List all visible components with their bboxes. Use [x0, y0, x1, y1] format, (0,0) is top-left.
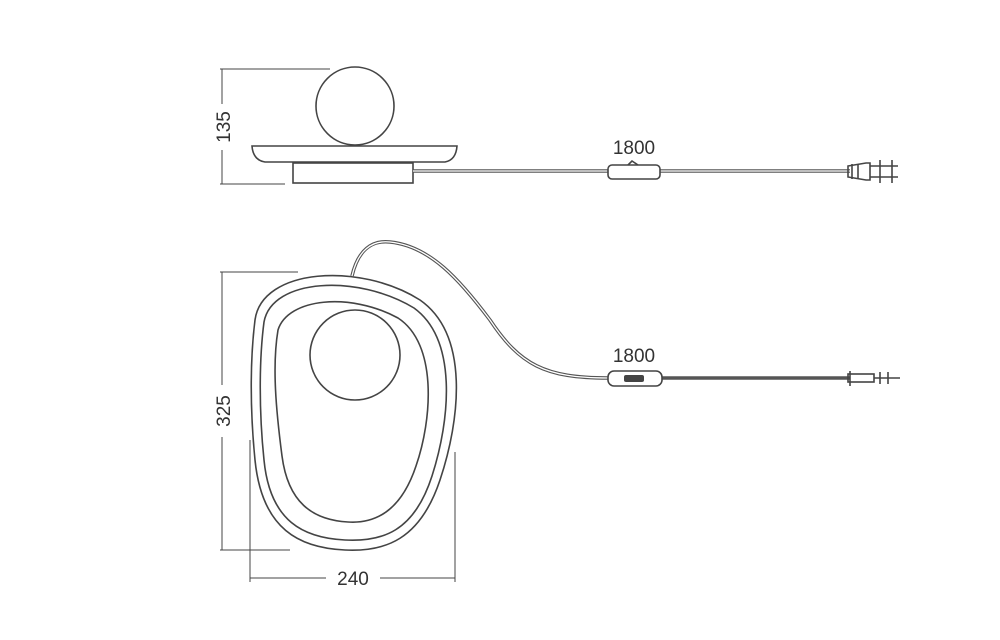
top-plug [847, 371, 900, 386]
inline-switch [607, 164, 661, 180]
globe-shade [315, 66, 395, 146]
width-dimension: 240 [249, 440, 456, 590]
plug [847, 160, 898, 183]
tray-rim [259, 284, 448, 542]
depth-dimension: 325 [214, 271, 298, 551]
switch-button [624, 375, 644, 382]
height-label: 135 [214, 111, 235, 143]
top-cable [350, 240, 850, 380]
dish-tray [251, 145, 458, 163]
top-cable-length-label: 1800 [613, 346, 655, 367]
switch-rocker [627, 159, 639, 166]
height-dimension: 135 [214, 68, 330, 185]
globe-top [309, 309, 401, 401]
tray-inner [274, 301, 430, 523]
base [292, 162, 414, 184]
depth-label: 325 [214, 395, 235, 427]
side-view: 1800 135 [214, 66, 898, 185]
width-label: 240 [337, 569, 369, 590]
tray-outer-edge [250, 274, 458, 551]
top-inline-switch [607, 370, 663, 387]
side-cable-length-label: 1800 [613, 138, 655, 159]
top-view: 1800 325 240 [214, 240, 900, 590]
